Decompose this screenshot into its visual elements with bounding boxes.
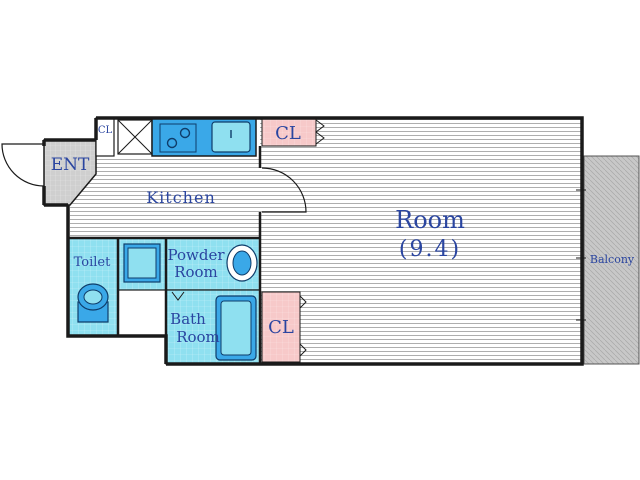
top-closet-door: [315, 119, 325, 145]
main-room-floor: [260, 118, 582, 364]
top-closet-label: CL: [275, 123, 301, 144]
balcony-window-marks: [576, 189, 586, 321]
powder-label-line2: Room: [174, 263, 218, 281]
bath-label-line1: Bath: [170, 310, 206, 328]
main-room-size: (9.4): [399, 237, 461, 262]
small-closet-label: CL: [98, 125, 113, 136]
burner-2: [179, 127, 191, 139]
small-closet-area: [95, 117, 115, 157]
kitchen-label: Kitchen: [146, 188, 216, 207]
washbasin-bowl: [232, 250, 252, 276]
interior-walls: [68, 146, 262, 364]
fridge-cross: [117, 119, 153, 155]
burner-1: [166, 137, 178, 149]
toilet-label: Toilet: [74, 255, 111, 270]
stove: [159, 123, 197, 153]
bath-label-line2: Room: [176, 328, 220, 346]
balcony-area: [583, 155, 640, 365]
toilet-seat-inner: [83, 289, 103, 305]
bath-door-mark: [171, 291, 185, 301]
bath-closet-area: [261, 291, 301, 363]
kitchen-floor: [70, 156, 260, 238]
bath-closet-door: [299, 295, 307, 357]
main-room-label: Room: [395, 206, 465, 234]
washer-drum: [127, 247, 157, 279]
room-door: [261, 167, 307, 213]
entrance-label: ENT: [51, 155, 90, 175]
powder-label-line1: Powder: [167, 246, 225, 264]
bath-closet-label: CL: [268, 317, 294, 338]
balcony-label: Balcony: [590, 253, 635, 266]
bathtub-inner: [220, 300, 252, 356]
entrance-door: [1, 143, 45, 187]
